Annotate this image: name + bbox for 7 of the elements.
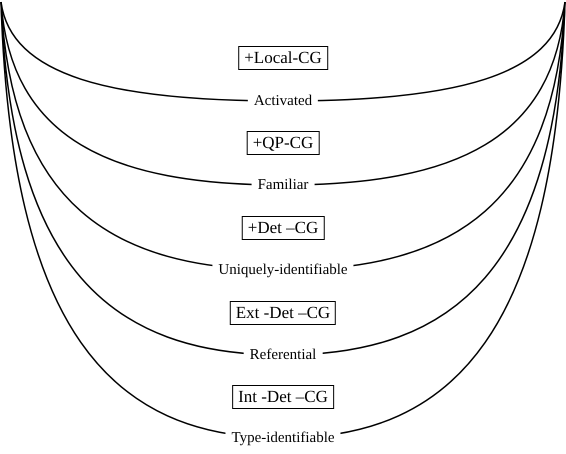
term-box: Ext -Det –CG (230, 301, 336, 325)
term-box: +Local-CG (238, 46, 328, 70)
curve-label: Type-identifiable (225, 429, 341, 447)
curve-label: Uniquely-identifiable (212, 261, 354, 279)
term-box: +Det –CG (242, 216, 324, 240)
term-box: Int -Det –CG (232, 385, 334, 409)
term-box: +QP-CG (246, 131, 320, 155)
